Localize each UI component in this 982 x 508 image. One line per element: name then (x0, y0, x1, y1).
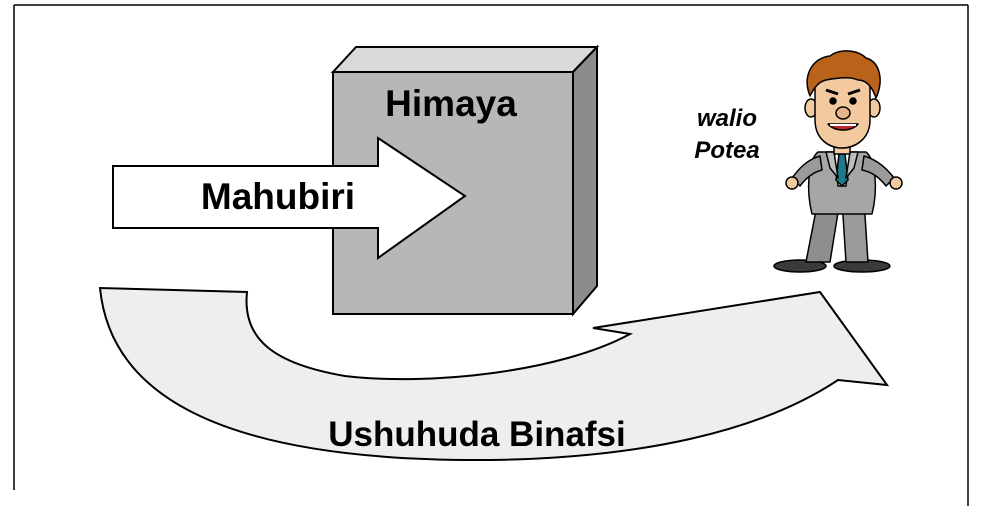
lost-label-line1: walio (697, 105, 757, 132)
lost-label-line2: Potea (694, 137, 759, 164)
preaching-label: Mahubiri (201, 176, 355, 217)
left-lapel (825, 151, 839, 179)
hair (806, 50, 881, 99)
right-eye (849, 97, 857, 105)
wall-label: Himaya (385, 83, 517, 124)
tie (835, 153, 849, 187)
right-lapel (845, 151, 859, 179)
testimony-arrow (98, 286, 890, 462)
testimony-label: Ushuhuda Binafsi (328, 415, 626, 454)
lost-person-icon (773, 50, 903, 273)
slide-frame (13, 4, 969, 506)
left-hand (785, 176, 799, 190)
right-hand (889, 176, 903, 190)
left-eye (829, 97, 837, 105)
right-arm (861, 155, 895, 187)
left-shoe (773, 259, 827, 273)
wall-top-face (330, 46, 600, 73)
nose (835, 106, 851, 120)
eyebrows (825, 88, 861, 96)
wall-side-face (572, 44, 598, 317)
preaching-arrow (112, 136, 467, 260)
left-arm (791, 155, 823, 187)
